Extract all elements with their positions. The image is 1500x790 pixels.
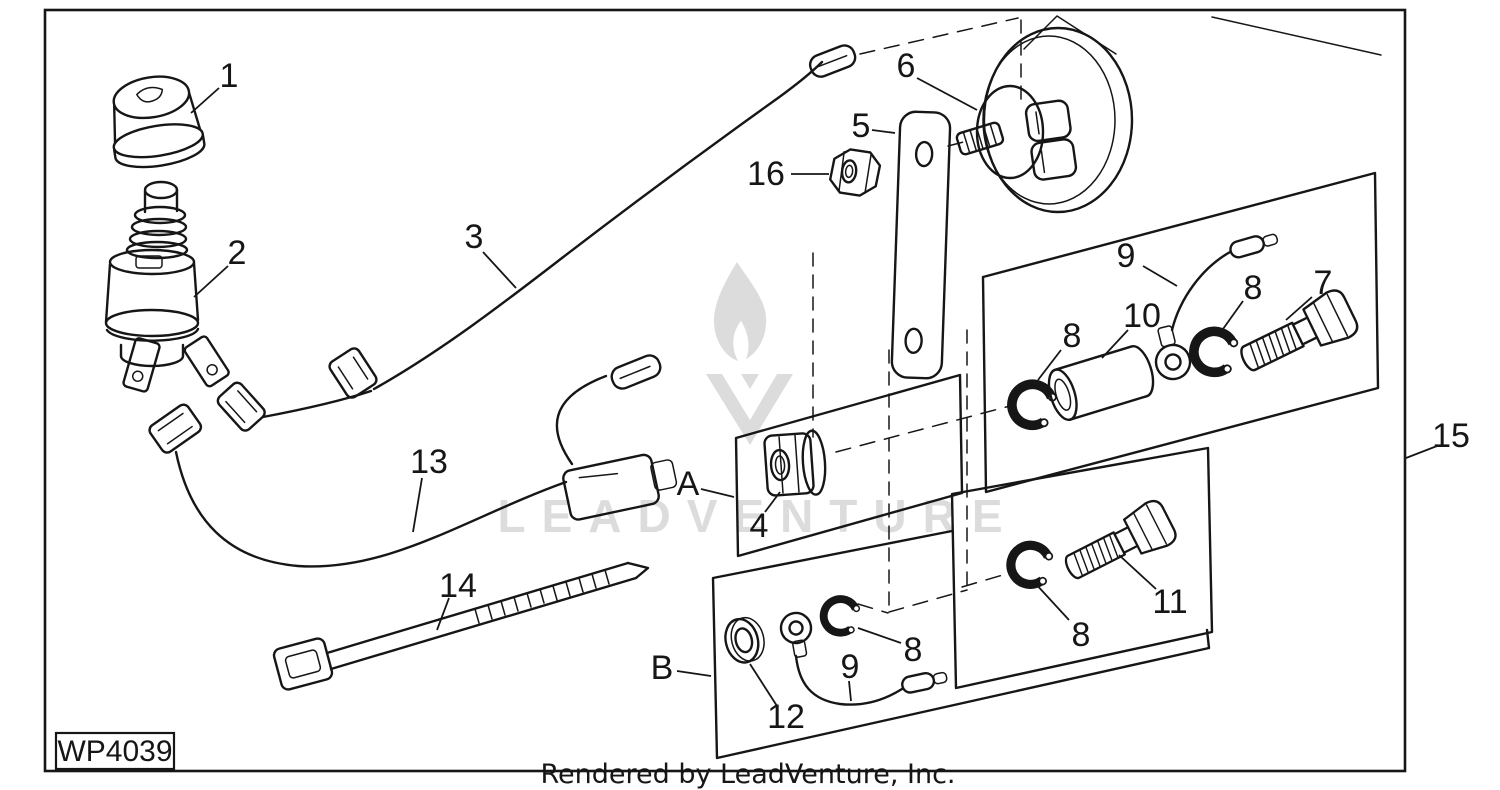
leadventure-watermark-logo — [706, 262, 793, 445]
callout-12: 12 — [767, 698, 805, 736]
spade-terminal-1 — [148, 403, 203, 454]
callout-B-leader-line — [676, 670, 712, 677]
dashed-bracket-stud — [947, 139, 972, 147]
part-9-jumper-wire-upper — [1154, 233, 1279, 381]
dashed-leader-top — [859, 17, 1019, 55]
callout-8b: 8 — [1063, 317, 1082, 355]
part-8-snap-ring-lower — [1007, 541, 1054, 588]
callout-5: 5 — [852, 107, 871, 145]
part-2-ignition-switch — [104, 180, 230, 393]
part-8-snap-ring-B — [820, 596, 861, 637]
callout-1-leader-line — [190, 87, 220, 114]
dashed-axis-B — [857, 603, 889, 614]
part-10-bushing — [1047, 345, 1155, 422]
watermark-text: LEADVENTURE — [497, 490, 1018, 542]
spade-terminal-2 — [216, 381, 266, 432]
part-3-wire-lead — [261, 44, 857, 419]
callout-8a-leader-line — [1217, 300, 1244, 337]
callout-3: 3 — [465, 218, 484, 256]
part-6-hour-meter — [955, 26, 1134, 214]
callout-14-leader-line — [436, 597, 450, 631]
part-11-bolt — [1056, 496, 1181, 592]
callout-6: 6 — [897, 47, 916, 85]
callout-A-leader-line — [700, 488, 735, 498]
callout-4: 4 — [750, 507, 769, 545]
part-1-key — [112, 75, 206, 169]
callout-9a-leader-line — [1142, 265, 1178, 287]
callout-10-leader-line — [1101, 329, 1129, 359]
panel-cut-line-2 — [1211, 16, 1382, 56]
part-12-grommet — [724, 616, 765, 664]
callout-8d: 8 — [1072, 616, 1091, 654]
part-8-snap-ring-upper-right — [1190, 327, 1239, 377]
kit-box-lower-right — [950, 446, 1214, 690]
callout-13: 13 — [410, 443, 448, 481]
diagram-border — [43, 8, 1407, 773]
callout-11: 11 — [1152, 583, 1187, 621]
callout-8c: 8 — [904, 631, 923, 669]
callout-B: B — [651, 649, 674, 687]
callout-12-leader-line — [749, 663, 778, 707]
part-13-wire-harness — [174, 354, 678, 568]
part-5-bracket — [890, 110, 952, 380]
callout-11-leader-line — [1118, 554, 1157, 590]
callout-9a: 9 — [1117, 237, 1136, 275]
callout-2: 2 — [228, 234, 247, 272]
callout-1: 1 — [220, 57, 239, 95]
dashed-axis-A — [835, 405, 1011, 453]
callout-8d-leader-line — [1033, 581, 1070, 621]
callout-15-leader-line — [1405, 445, 1438, 459]
callout-9b: 9 — [841, 648, 860, 686]
callout-13-leader-line — [412, 477, 423, 533]
part-14-cable-tie — [272, 561, 650, 691]
part-16-nut — [828, 148, 882, 197]
dashed-axis-lower-kit — [961, 571, 1014, 588]
callout-2-leader-line — [193, 265, 229, 298]
part-4-lock-nut — [763, 429, 827, 497]
footer-credit: Rendered by LeadVenture, Inc. — [540, 759, 955, 790]
drawing-code-label: WP4039 — [54, 731, 176, 771]
spade-terminal-3 — [328, 347, 378, 399]
callout-5-leader-line — [871, 129, 896, 134]
callout-8a: 8 — [1244, 269, 1263, 307]
callout-4-leader-line — [764, 491, 781, 513]
flame-icon — [713, 262, 767, 361]
part-8-snap-ring-upper-left — [1007, 379, 1058, 431]
callout-16: 16 — [747, 155, 785, 193]
callout-9b-leader-line — [848, 680, 852, 702]
callout-15: 15 — [1432, 417, 1470, 455]
callout-10: 10 — [1123, 297, 1161, 335]
callout-7: 7 — [1314, 264, 1333, 302]
panel-cut-line-1 — [1023, 15, 1117, 55]
callout-6-leader-line — [916, 77, 978, 111]
drawing-code-text: WP4039 — [57, 735, 172, 768]
v-logo-cutout — [722, 374, 777, 420]
callout-8c-leader-line — [857, 627, 902, 644]
callout-7-leader-line — [1285, 296, 1313, 321]
callout-A: A — [677, 465, 700, 503]
callout-14: 14 — [439, 567, 477, 605]
callout-3-leader-line — [482, 251, 517, 289]
dashed-bottom-connector — [888, 589, 968, 613]
part-9-jumper-wire-lower — [779, 611, 948, 706]
box-B — [711, 529, 1211, 760]
kit-box-upper — [981, 171, 1380, 494]
callout-8b-leader-line — [1037, 349, 1062, 381]
